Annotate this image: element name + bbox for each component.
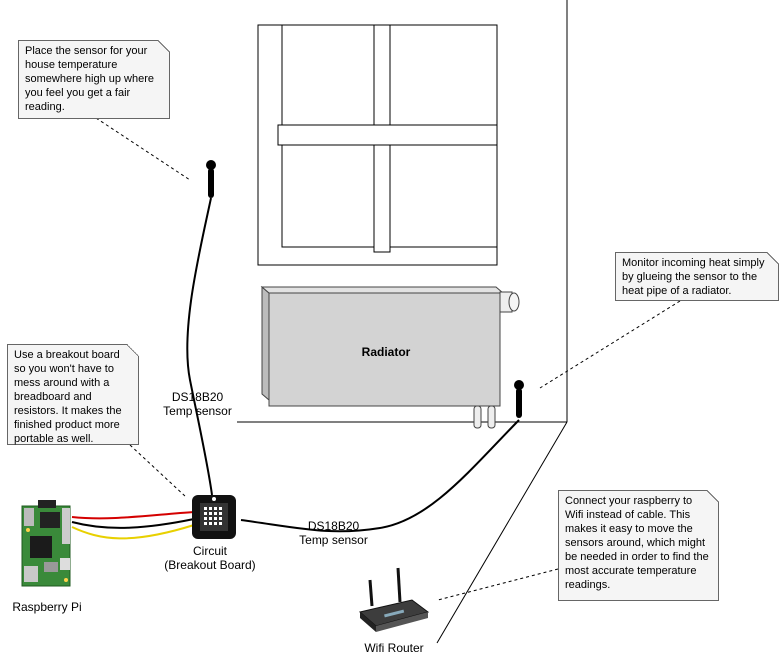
- radiator: [260, 285, 520, 429]
- note-house-sensor: Place the sensor for your house temperat…: [18, 40, 170, 119]
- breakout-board: [192, 495, 236, 539]
- note-breakout-board: Use a breakout board so you won't have t…: [7, 344, 139, 445]
- raspberry-pi-label: Raspberry Pi: [12, 600, 82, 614]
- radiator-label: Radiator: [362, 345, 411, 359]
- sensor2-label-name: DS18B20: [307, 519, 360, 533]
- circuit-label: Circuit (Breakout Board): [150, 544, 270, 572]
- callout-lines: [95, 117, 681, 601]
- note-wifi: Connect your raspberry to Wifi instead o…: [558, 490, 719, 601]
- circuit-label-type: (Breakout Board): [164, 558, 256, 572]
- sensor2-probe: [514, 380, 524, 418]
- sensor2-label-type: Temp sensor: [299, 533, 368, 547]
- pi-wires: [71, 511, 195, 540]
- sensor1-probe: [206, 160, 216, 198]
- note-radiator-sensor: Monitor incoming heat simply by glueing …: [615, 252, 779, 301]
- sensor1-label-name: DS18B20: [171, 390, 224, 404]
- sensor1-label-type: Temp sensor: [163, 404, 232, 418]
- sensor1-label: DS18B20 Temp sensor: [150, 390, 245, 418]
- circuit-label-name: Circuit: [192, 544, 227, 558]
- wifi-router: [358, 567, 430, 632]
- sensor1-cable: [186, 197, 213, 496]
- sensor2-label: DS18B20 Temp sensor: [286, 519, 381, 547]
- sensor2-cable: [240, 419, 520, 533]
- wifi-router-label: Wifi Router: [364, 641, 424, 655]
- window: [257, 24, 498, 266]
- raspberry-pi-board: [21, 500, 71, 587]
- room-outline: [237, 0, 568, 644]
